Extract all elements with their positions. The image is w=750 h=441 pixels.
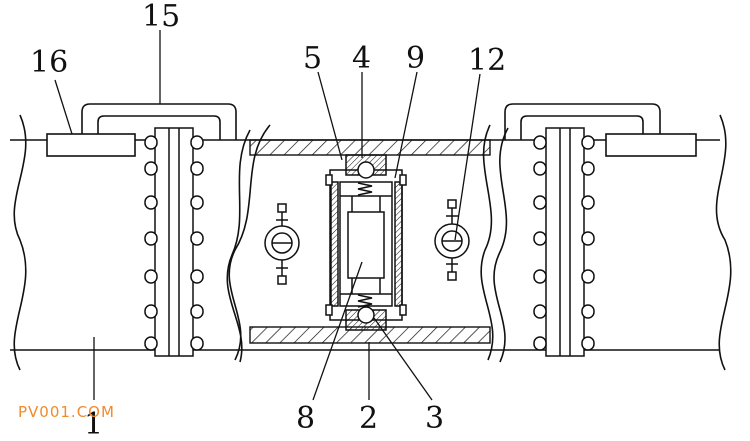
break-line-mid-right-b	[493, 127, 509, 363]
left-gauge	[264, 203, 300, 285]
label-2: 2	[359, 401, 378, 436]
break-line-mid-left-b	[226, 129, 251, 363]
break-line-far-right	[715, 114, 732, 371]
label-1: 1	[84, 407, 103, 441]
leader-5	[317, 71, 343, 161]
hatched-wall-top	[249, 139, 491, 156]
break-line-mid-right-a	[480, 124, 494, 361]
central-valve	[325, 154, 407, 331]
leader-3	[373, 317, 433, 401]
label-16: 16	[30, 45, 68, 80]
left-block	[46, 133, 136, 157]
leader-12	[454, 73, 481, 241]
left-bracket	[81, 103, 237, 140]
label-15: 15	[142, 0, 180, 34]
right-flange-assembly	[533, 127, 595, 357]
left-flange-assembly	[144, 127, 204, 357]
right-block	[605, 133, 697, 157]
label-9: 9	[406, 41, 425, 76]
leader-16	[54, 79, 73, 135]
label-5: 5	[303, 41, 322, 76]
break-line-far-left	[13, 114, 27, 371]
label-12: 12	[468, 43, 506, 78]
break-line-mid-left-a	[228, 124, 271, 361]
label-3: 3	[425, 401, 444, 436]
label-4: 4	[352, 41, 371, 76]
label-8: 8	[296, 401, 315, 436]
leader-8	[312, 261, 363, 401]
right-bracket	[504, 103, 661, 140]
leader-9	[394, 71, 418, 179]
watermark-text: PV001.COM	[18, 403, 115, 421]
right-gauge	[434, 199, 470, 281]
